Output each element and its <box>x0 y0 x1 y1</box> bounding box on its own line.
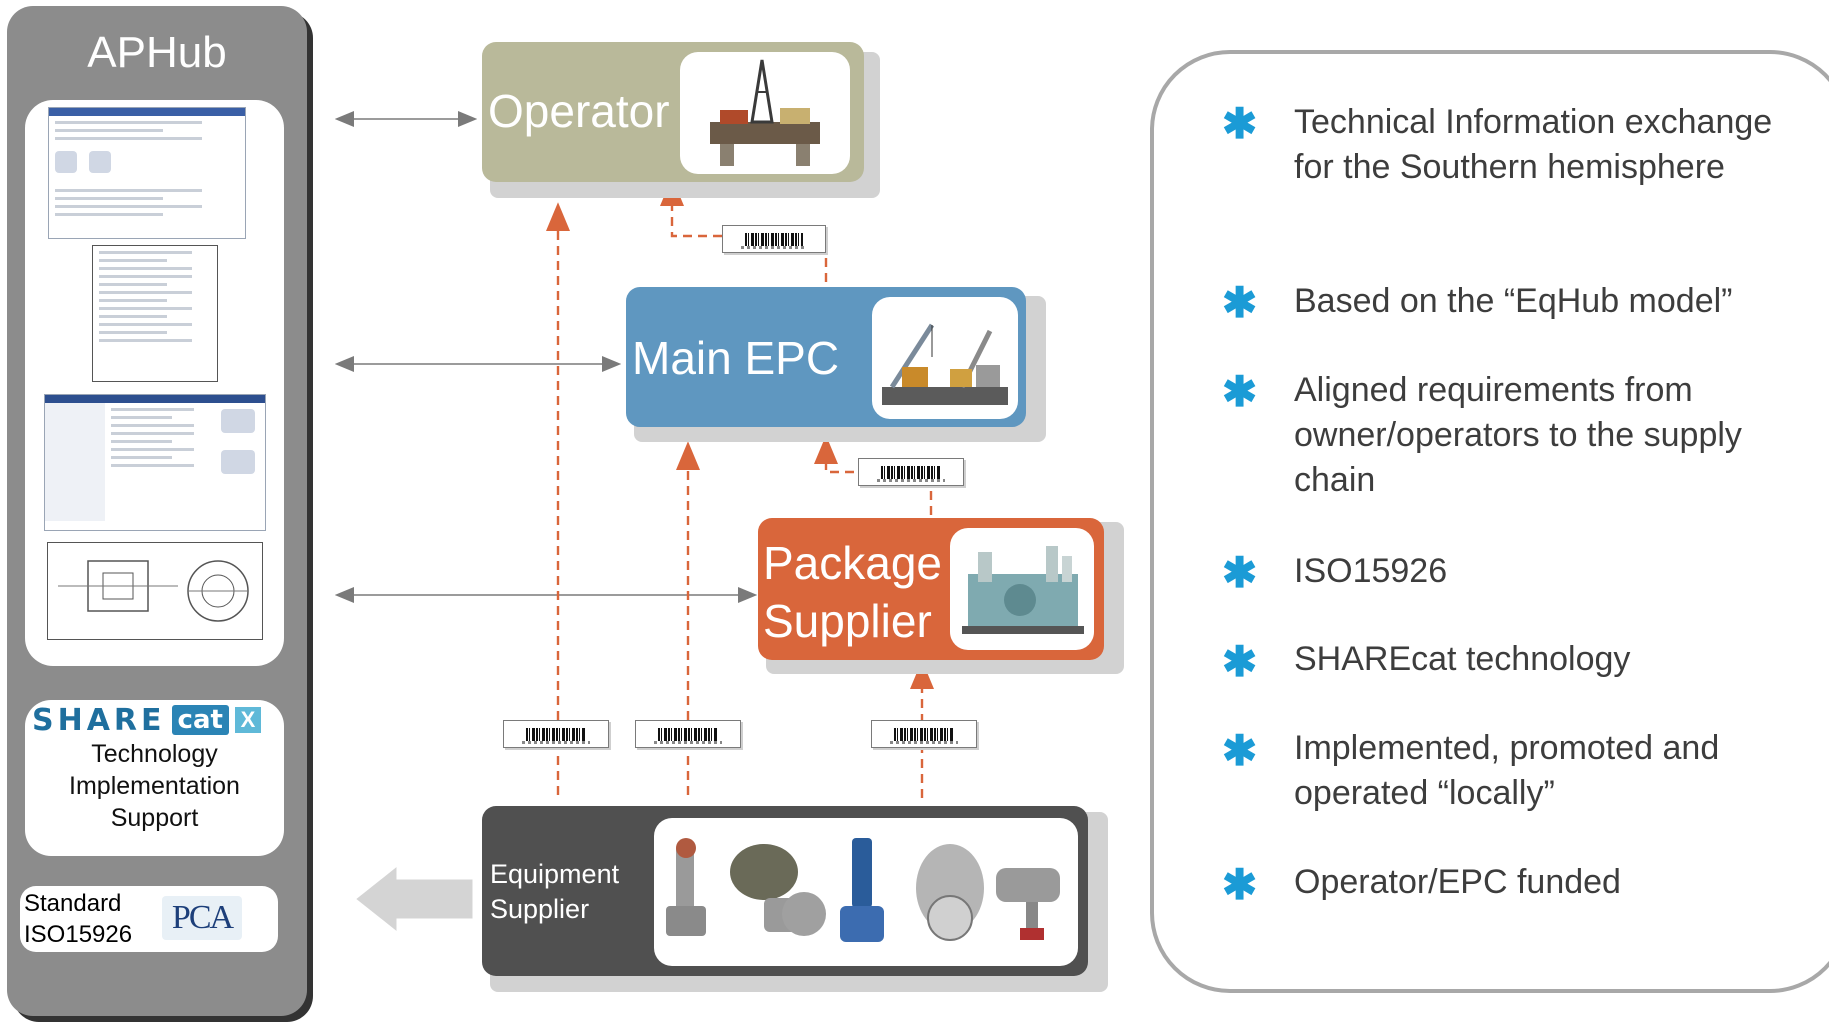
bullet-item: Implemented, promoted and operated “loca… <box>1294 729 1720 812</box>
bullet-star-icon: ✱ <box>1222 638 1258 685</box>
support-line-implementation: Implementation <box>69 772 240 800</box>
crane-vessel-image <box>872 297 1018 419</box>
technical-drawing-image <box>58 560 249 622</box>
manual-document-thumbnail <box>44 394 266 531</box>
bullet-item: Based on the “EqHub model” <box>1294 282 1733 320</box>
datasheet-document-thumbnail <box>92 245 218 382</box>
barcode-icon <box>871 720 977 748</box>
bullet-item: Technical Information exchange for the S… <box>1294 103 1773 186</box>
standard-text: Standard ISO15926 <box>24 888 132 950</box>
bullet-star-icon: ✱ <box>1222 727 1258 774</box>
barcode-icon <box>635 720 741 748</box>
bullet-star-icon: ✱ <box>1222 100 1258 147</box>
support-line-technology: Technology <box>91 740 218 768</box>
valves-instruments-image <box>654 818 1078 966</box>
sharecat-logo-cat: cat <box>171 705 229 735</box>
bullet-item: Aligned requirements from owner/operator… <box>1294 371 1742 499</box>
standard-line-2: ISO15926 <box>24 921 133 948</box>
bullet-star-icon: ✱ <box>1222 861 1258 908</box>
bullet-item: SHAREcat technology <box>1294 640 1631 678</box>
sharecat-logo: SHARE cat X <box>32 702 277 738</box>
info-panel <box>1150 50 1829 993</box>
support-text: Technology Implementation Support <box>25 738 284 834</box>
operator-label: Operator <box>488 85 670 137</box>
barcode-icon <box>722 225 826 253</box>
barcode-icon <box>858 458 964 486</box>
pca-logo: PCA <box>162 896 242 940</box>
equipment-supplier-label-line-1: Equipment <box>490 859 620 889</box>
aphub-title: APHub <box>87 28 227 77</box>
equipment-supplier-label-line-2: Supplier <box>490 894 590 924</box>
sharecat-logo-share: SHARE <box>32 702 166 738</box>
bullet-star-icon: ✱ <box>1222 279 1258 326</box>
bullet-item: ISO15926 <box>1294 552 1448 590</box>
package-supplier-label-line-1: Package <box>763 537 943 589</box>
equipment-supplier-label: Equipment Supplier <box>490 857 619 927</box>
package-supplier-label-line-2: Supplier <box>763 595 932 647</box>
barcode-icon <box>503 720 609 748</box>
equipment-supplier-output-arrow <box>351 860 476 938</box>
drilling-rig-image <box>680 52 850 174</box>
compressor-package-image <box>950 528 1094 650</box>
bullet-star-icon: ✱ <box>1222 368 1258 415</box>
standard-line-1: Standard <box>24 890 122 917</box>
technical-drawing-thumbnail <box>47 542 263 640</box>
main-epc-label: Main EPC <box>632 332 840 384</box>
sharecat-logo-x: X <box>234 707 261 733</box>
support-line-support: Support <box>110 804 199 832</box>
package-supplier-label: Package Supplier <box>763 534 942 650</box>
bullet-star-icon: ✱ <box>1222 549 1258 596</box>
datasheet-webpage-thumbnail <box>48 107 246 239</box>
bullet-item: Operator/EPC funded <box>1294 863 1621 901</box>
